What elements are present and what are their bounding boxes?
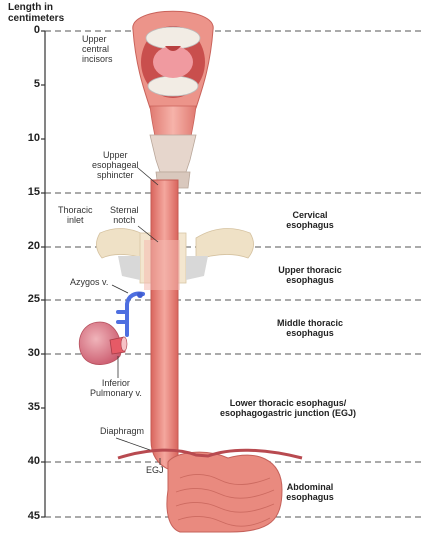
- tick-label-40: 40: [27, 455, 40, 467]
- tick-label-45: 45: [27, 510, 40, 522]
- label-sternal-notch: Sternal notch: [110, 205, 139, 225]
- esophagus-tube: [150, 179, 179, 471]
- label-upper-esophageal-sphincter: Upper esophageal sphincter: [92, 150, 139, 180]
- leader-sternal-notch: [137, 225, 159, 243]
- tick-label-25: 25: [27, 293, 40, 305]
- segment-label-lower-thoracic: Lower thoracic esophagus/ esophagogastri…: [219, 398, 356, 418]
- y-axis: [41, 30, 46, 518]
- axis-title: Length in centimeters: [8, 2, 64, 24]
- tick-label-20: 20: [27, 240, 40, 252]
- tick-label-30: 30: [27, 347, 40, 359]
- axis-title-line1: Length in: [8, 2, 53, 13]
- label-azygos-v: Azygos v.: [70, 277, 109, 287]
- label-inferior-pulmonary-v: Inferior Pulmonary v.: [90, 378, 142, 398]
- segment-label-abdominal: Abdominal esophagus: [286, 482, 334, 502]
- leader-diaphragm: [115, 437, 151, 451]
- lung-illustration: [78, 321, 128, 365]
- label-egj: EGJ: [146, 465, 164, 475]
- segment-label-middle-thoracic: Middle thoracic esophagus: [276, 318, 343, 338]
- leader-upper-esophageal-sphincter: [137, 167, 159, 186]
- tick-label-15: 15: [27, 186, 40, 198]
- stomach-folds: [175, 474, 275, 527]
- label-thoracic-inlet: Thoracic inlet: [58, 205, 93, 225]
- leader-lines: [111, 167, 161, 465]
- tick-label-0: 0: [33, 24, 40, 36]
- tick-label-10: 10: [27, 132, 40, 144]
- segment-label-upper-thoracic: Upper thoracic esophagus: [278, 265, 342, 285]
- mouth-illustration: [132, 10, 214, 109]
- tick-label-35: 35: [27, 401, 40, 413]
- azygos-vein: [116, 291, 145, 337]
- axis-title-line2: centimeters: [8, 13, 65, 24]
- label-diaphragm: Diaphragm: [100, 426, 145, 436]
- stomach-illustration: [166, 451, 283, 533]
- leader-azygos: [111, 284, 129, 294]
- tick-label-5: 5: [33, 78, 40, 90]
- diaphragm-illustration: [117, 448, 303, 460]
- segment-label-cervical: Cervical esophagus: [286, 210, 334, 230]
- esophagus-overlap: [144, 240, 180, 290]
- label-upper-central-incisors: Upper central incisors: [82, 34, 113, 64]
